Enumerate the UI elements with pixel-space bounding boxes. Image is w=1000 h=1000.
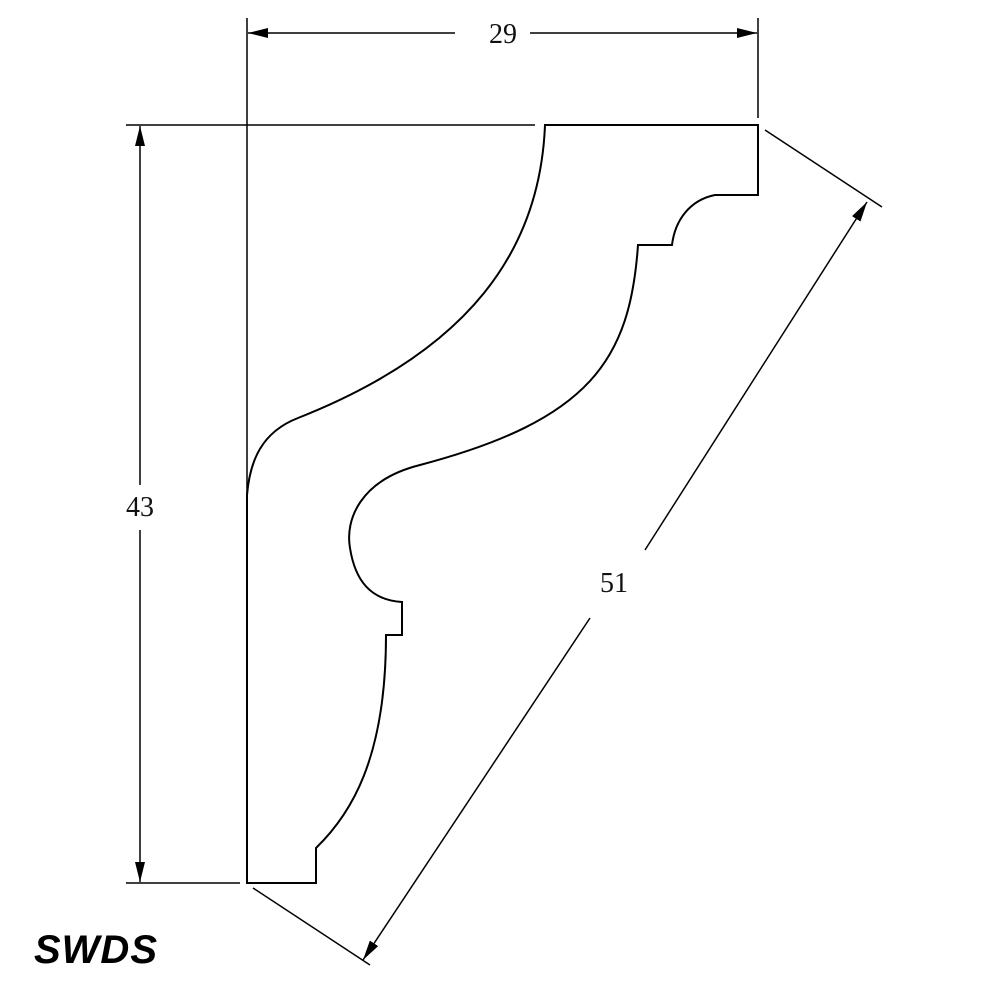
width-dimension-label: 29 — [489, 19, 517, 50]
diagonal-extension-bottom — [252, 887, 371, 966]
brand-logo-text: SWDS — [34, 928, 158, 972]
height-dimension-label: 43 — [126, 492, 154, 523]
diagonal-dimension-line-upper — [644, 201, 868, 551]
diagonal-dimension-line-lower — [362, 617, 591, 961]
diagonal-extension-top — [764, 129, 883, 208]
molding-profile-outline — [246, 124, 759, 884]
diagonal-dimension-label: 51 — [600, 568, 628, 599]
